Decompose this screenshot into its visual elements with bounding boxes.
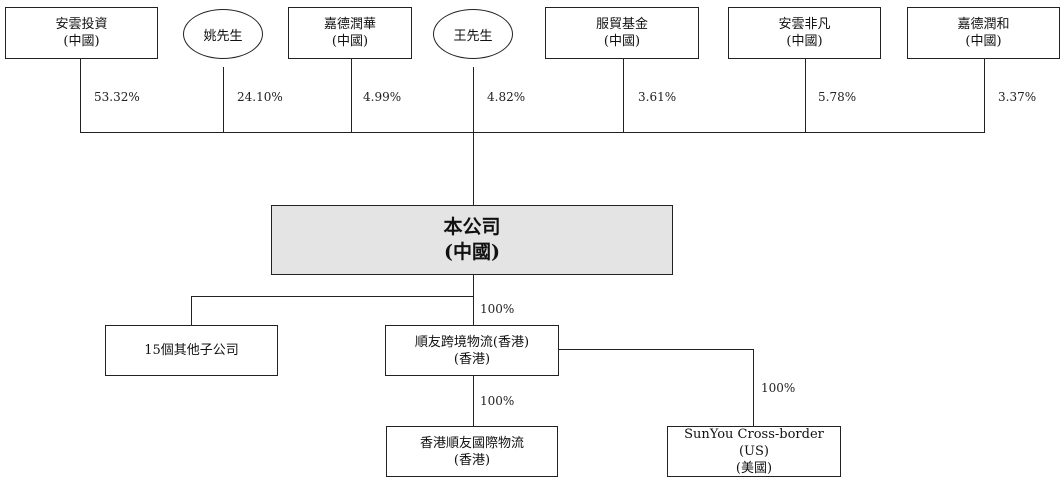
shareholder-box: 嘉德潤和 (中國) — [907, 7, 1060, 59]
connector-line — [805, 59, 806, 132]
shareholder-oval: 王先生 — [433, 9, 513, 59]
subsidiary-box-hk: 順友跨境物流(香港) (香港) — [385, 325, 559, 376]
subsidiary-name: 順友跨境物流(香港) — [414, 334, 530, 350]
connector-line — [191, 296, 474, 297]
shareholder-bus-line — [80, 132, 985, 133]
connector-line — [191, 296, 192, 325]
ownership-pct: 100% — [761, 381, 796, 395]
ownership-pct: 100% — [480, 302, 515, 316]
company-box: 本公司 (中國) — [271, 205, 673, 275]
company-name: 本公司 — [443, 216, 501, 238]
connector-line — [558, 349, 753, 350]
shareholder-box: 嘉德潤華 (中國) — [288, 7, 412, 59]
subsidiary-name: SunYou Cross-border (US) — [684, 427, 824, 459]
shareholder-name: 安雲非凡 — [778, 17, 831, 32]
subsidiary-name: 香港順友國際物流 — [419, 435, 524, 451]
shareholder-jurisdiction: (中國) — [603, 34, 641, 49]
shareholding-pct: 3.37% — [998, 90, 1037, 104]
subsidiary-box-hk-intl: 香港順友國際物流 (香港) — [386, 426, 558, 477]
subsidiary-jurisdiction: (香港) — [453, 351, 491, 367]
shareholder-jurisdiction: (中國) — [786, 34, 823, 49]
connector-line — [473, 375, 474, 426]
shareholder-oval: 姚先生 — [183, 9, 263, 59]
subsidiary-jurisdiction: (香港) — [453, 452, 491, 468]
connector-line — [753, 349, 754, 426]
shareholder-jurisdiction: (中國) — [331, 34, 369, 49]
subsidiary-box-others: 15個其他子公司 — [105, 325, 278, 376]
shareholding-pct: 5.78% — [818, 90, 857, 104]
shareholder-box: 安雲非凡 (中國) — [728, 7, 881, 59]
shareholder-jurisdiction: (中國) — [63, 34, 100, 49]
ownership-pct: 100% — [480, 394, 515, 408]
connector-line — [223, 67, 224, 132]
shareholder-name: 嘉德潤華 — [323, 17, 376, 32]
connector-line — [984, 59, 985, 132]
connector-line — [351, 59, 352, 132]
shareholder-jurisdiction: (中國) — [965, 34, 1002, 49]
connector-line — [473, 67, 474, 205]
company-jurisdiction: (中國) — [444, 241, 500, 263]
shareholding-pct: 3.61% — [638, 90, 677, 104]
connector-line — [80, 59, 81, 132]
shareholding-pct: 24.10% — [237, 90, 283, 104]
subsidiary-box-us: SunYou Cross-border (US) (美國) — [667, 426, 841, 477]
subsidiary-name: 15個其他子公司 — [144, 343, 239, 358]
shareholder-name: 姚先生 — [203, 28, 243, 44]
shareholder-box: 服貿基金 (中國) — [545, 7, 699, 59]
shareholder-box: 安雲投資 (中國) — [5, 7, 158, 59]
shareholder-name: 服貿基金 — [595, 17, 648, 32]
shareholding-pct: 4.99% — [363, 90, 402, 104]
connector-line — [623, 59, 624, 132]
shareholder-name: 安雲投資 — [55, 17, 108, 32]
shareholding-pct: 53.32% — [94, 90, 140, 104]
shareholding-pct: 4.82% — [487, 90, 526, 104]
subsidiary-jurisdiction: (美國) — [735, 461, 773, 476]
connector-line — [473, 274, 474, 325]
shareholder-name: 王先生 — [453, 28, 493, 44]
shareholder-name: 嘉德潤和 — [957, 17, 1010, 32]
